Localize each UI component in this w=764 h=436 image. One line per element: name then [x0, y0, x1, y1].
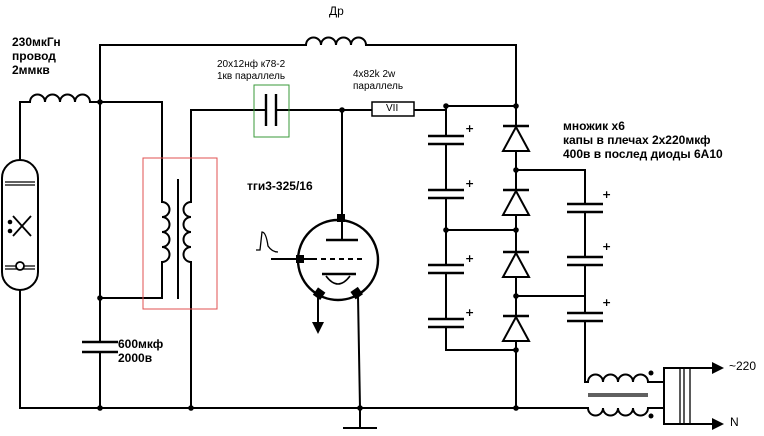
polarity-plus: + — [465, 306, 474, 319]
polarity-plus: + — [602, 296, 611, 309]
choke-inductor — [305, 36, 367, 46]
transformer-primary-winding — [161, 201, 171, 263]
thyratron-tube — [296, 214, 380, 410]
polarity-plus: + — [602, 188, 611, 201]
mains-neutral-label: N — [730, 415, 739, 429]
polarity-plus: + — [465, 122, 474, 135]
mains-switch — [663, 367, 713, 425]
ground-rail-wire — [19, 407, 589, 429]
mains-arrows — [712, 362, 724, 430]
main-capacitor — [82, 340, 118, 409]
resistor-spec-label: 4x82k 2w параллель — [353, 69, 404, 92]
polarity-plus: + — [465, 252, 474, 265]
flash-lamp — [1, 159, 39, 291]
inductor-top-label: Др — [329, 4, 344, 18]
trigger-pulse-symbol — [256, 231, 297, 260]
series-capacitor-wire — [190, 105, 517, 217]
resistor — [371, 101, 415, 117]
lamp-coil-inductor — [29, 93, 91, 103]
transformer-secondary-winding — [182, 201, 192, 263]
polarity-plus: + — [465, 177, 474, 190]
mains-phase-label: ~220 — [729, 359, 757, 373]
main-capacitor-label: 600мкф 2000в — [118, 337, 164, 365]
coil-spec-label: 230мкГн провод 2ммкв — [12, 35, 61, 77]
trigger-transformer-wire — [99, 101, 192, 409]
top-rail-wire — [99, 44, 517, 107]
resistor-mark: VII — [386, 103, 399, 114]
capacitor-highlight-box — [253, 84, 290, 138]
tube-label: тги3-325/16 — [247, 179, 313, 193]
multiplier-spec-label: множик x6 капы в плечах 2x220мкф 400в в … — [563, 119, 723, 161]
series-cap-spec-label: 20x12нф к78-2 1кв параллель — [217, 59, 286, 82]
transformer-highlight-box — [142, 157, 218, 310]
lamp-coil-wire — [19, 101, 101, 161]
diode-column — [501, 105, 531, 409]
multiplier-cap-column-left — [428, 109, 517, 351]
mains-choke — [587, 370, 665, 419]
series-capacitor — [264, 94, 278, 126]
polarity-plus: + — [602, 240, 611, 253]
